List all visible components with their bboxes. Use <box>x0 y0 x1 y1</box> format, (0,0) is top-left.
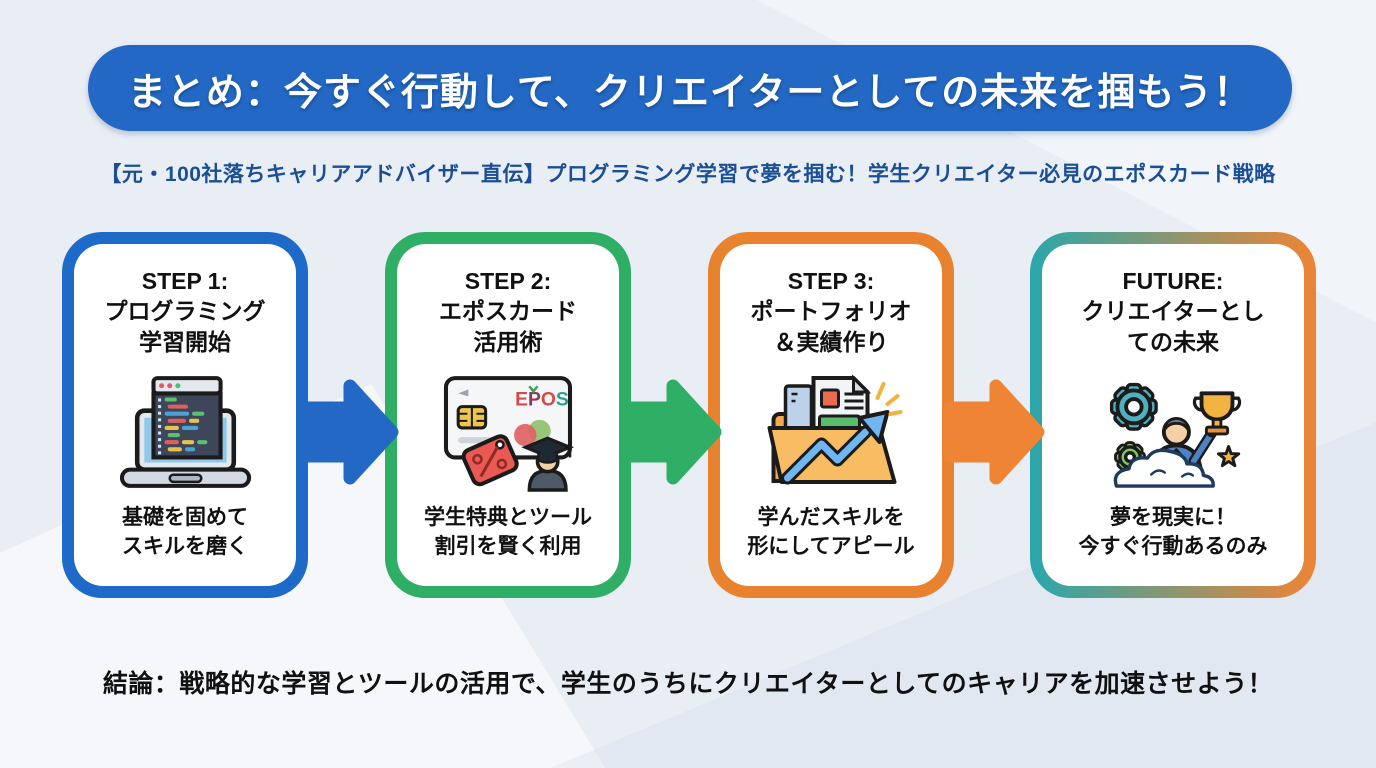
step1-title: STEP 1: プログラミング 学習開始 <box>105 266 266 357</box>
desc-line: 割引を賢く利用 <box>434 535 582 559</box>
title-line: ＆実績作り <box>773 328 889 355</box>
title-line: ポートフォリオ <box>750 298 912 325</box>
title-line: FUTURE: <box>1122 268 1224 294</box>
step2-card-body: STEP 2: エポスカード 活用術 EPOS <box>397 244 619 586</box>
step3-card: STEP 3: ポートフォリオ ＆実績作り <box>708 232 954 598</box>
title-line: 学習開始 <box>139 328 231 355</box>
desc-line: 夢を現実に！ <box>1110 506 1236 530</box>
desc-line: 学生特典とツール <box>424 506 592 530</box>
step1-card: STEP 1: プログラミング 学習開始 <box>62 232 308 598</box>
future-title: FUTURE: クリエイターとし ての未来 <box>1081 266 1264 357</box>
laptop-code-icon <box>113 370 258 492</box>
arrow-step3-to-future <box>943 379 1045 485</box>
epos-card-icon: EPOS <box>436 370 581 492</box>
step2-card: STEP 2: エポスカード 活用術 EPOS <box>385 232 631 598</box>
title-line: プログラミング <box>104 298 266 325</box>
title-line: エポスカード <box>439 298 577 325</box>
arrow-step1-to-step2 <box>297 379 399 485</box>
future-card-body: FUTURE: クリエイターとし ての未来 <box>1042 244 1304 586</box>
step3-title: STEP 3: ポートフォリオ ＆実績作り <box>751 266 912 357</box>
title-line: STEP 1: <box>141 268 229 294</box>
title-line: STEP 3: <box>787 268 875 294</box>
portfolio-folder-icon <box>759 370 904 492</box>
desc-line: 学んだスキルを <box>757 506 905 530</box>
future-card: FUTURE: クリエイターとし ての未来 <box>1030 232 1316 598</box>
title-line: クリエイターとし <box>1081 298 1265 325</box>
step2-description: 学生特典とツール 割引を賢く利用 <box>424 504 592 562</box>
future-description: 夢を現実に！ 今すぐ行動あるのみ <box>1079 504 1268 562</box>
desc-line: スキルを磨く <box>122 535 248 559</box>
arrow-step2-to-step3 <box>620 379 722 485</box>
creator-trophy-icon <box>1101 370 1246 492</box>
step1-card-body: STEP 1: プログラミング 学習開始 <box>74 244 296 586</box>
step3-card-body: STEP 3: ポートフォリオ ＆実績作り <box>720 244 942 586</box>
banner-title: まとめ：今すぐ行動して、クリエイターとしての未来を掴もう！ <box>127 71 1253 114</box>
desc-line: 今すぐ行動あるのみ <box>1078 535 1268 559</box>
desc-line: 形にしてアピール <box>747 535 915 559</box>
title-line: STEP 2: <box>464 268 552 294</box>
epos-logo-text: EPOS <box>515 389 569 410</box>
subtitle: 【元・100社落ちキャリアアドバイザー直伝】プログラミング学習で夢を掴む！学生ク… <box>100 163 1276 186</box>
conclusion-text: 結論：戦略的な学習とツールの活用で、学生のうちにクリエイターとしてのキャリアを加… <box>102 670 1274 698</box>
step2-title: STEP 2: エポスカード 活用術 <box>439 266 577 357</box>
step1-description: 基礎を固めて スキルを磨く <box>122 504 248 562</box>
summary-banner: まとめ：今すぐ行動して、クリエイターとしての未来を掴もう！ <box>88 45 1292 131</box>
title-line: 活用術 <box>473 328 543 355</box>
step3-description: 学んだスキルを 形にしてアピール <box>747 504 914 562</box>
desc-line: 基礎を固めて <box>122 506 248 530</box>
title-line: ての未来 <box>1127 328 1219 355</box>
